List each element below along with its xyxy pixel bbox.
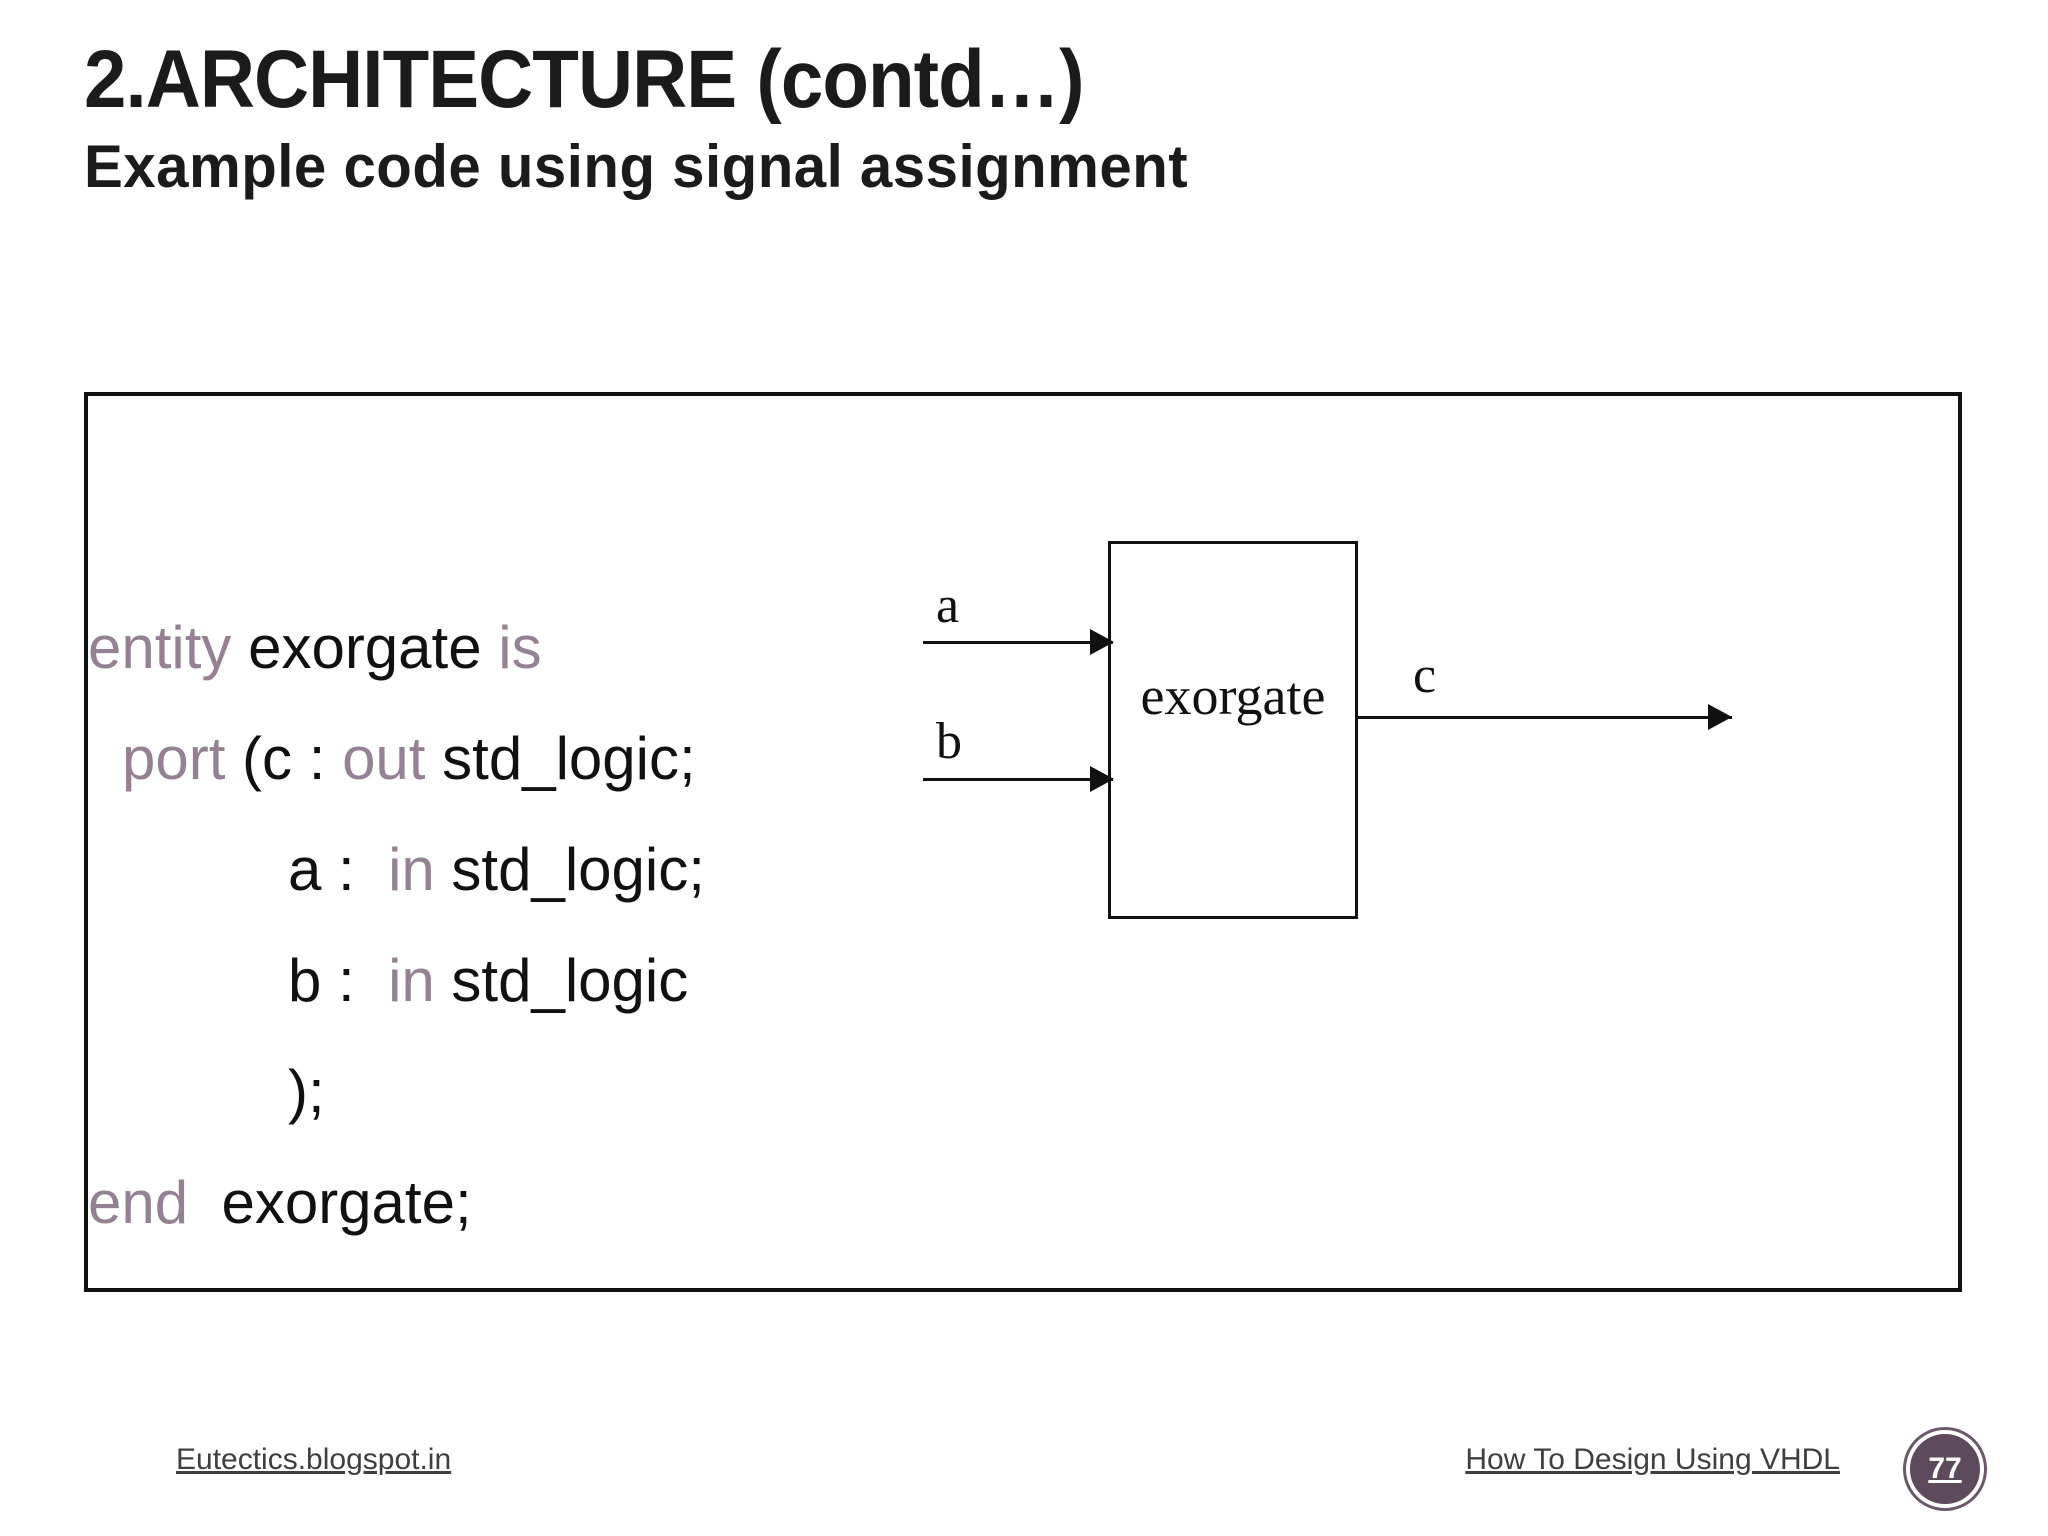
exorgate-block-label: exorgate xyxy=(1140,666,1326,726)
code-keyword: end xyxy=(88,1169,189,1236)
page-number-badge: 77 xyxy=(1906,1430,1984,1508)
input-a-label: a xyxy=(936,577,960,634)
code-keyword: entity xyxy=(88,614,232,681)
footer-blog-link[interactable]: Eutectics.blogspot.in xyxy=(176,1443,452,1476)
footer-deck-title-link[interactable]: How To Design Using VHDL xyxy=(1465,1443,1840,1476)
output-c-arrow-icon xyxy=(1708,704,1732,730)
code-keyword: in xyxy=(388,836,435,903)
page-number: 77 xyxy=(1928,1452,1962,1485)
code-text: b : xyxy=(288,947,389,1014)
code-text: std_logic; xyxy=(434,836,705,903)
code-keyword: out xyxy=(342,725,426,792)
input-b-label: b xyxy=(936,713,962,770)
exorgate-block xyxy=(1108,541,1358,919)
code-line: entity exorgate is xyxy=(88,592,988,703)
output-c-wire xyxy=(1356,716,1732,719)
code-text: (c : xyxy=(225,725,343,792)
page-title: 2.ARCHITECTURE (contd…) xyxy=(84,34,1085,125)
input-b-wire xyxy=(923,778,1113,781)
code-text: std_logic; xyxy=(425,725,696,792)
code-text: exorgate; xyxy=(188,1169,472,1236)
input-b-arrow-icon xyxy=(1090,766,1114,792)
code-keyword: port xyxy=(122,725,226,792)
code-line: end exorgate; xyxy=(88,1147,988,1258)
code-text: ); xyxy=(288,1058,325,1125)
input-a-wire xyxy=(923,641,1113,644)
code-text: a : xyxy=(288,836,389,903)
code-line: ); xyxy=(88,1036,988,1147)
code-text: std_logic xyxy=(434,947,689,1014)
output-c-label: c xyxy=(1413,647,1437,704)
code-line: b : in std_logic xyxy=(88,925,988,1036)
page-subtitle: Example code using signal assignment xyxy=(84,133,1189,200)
code-line: port (c : out std_logic; xyxy=(88,703,988,814)
code-keyword: is xyxy=(498,614,542,681)
code-line: a : in std_logic; xyxy=(88,814,988,925)
input-a-arrow-icon xyxy=(1090,629,1114,655)
title-area: 2.ARCHITECTURE (contd…) Example code usi… xyxy=(84,34,1784,202)
code-keyword: in xyxy=(388,947,435,1014)
code-text: exorgate xyxy=(231,614,499,681)
block-diagram: exorgate a b c xyxy=(868,506,1928,1026)
